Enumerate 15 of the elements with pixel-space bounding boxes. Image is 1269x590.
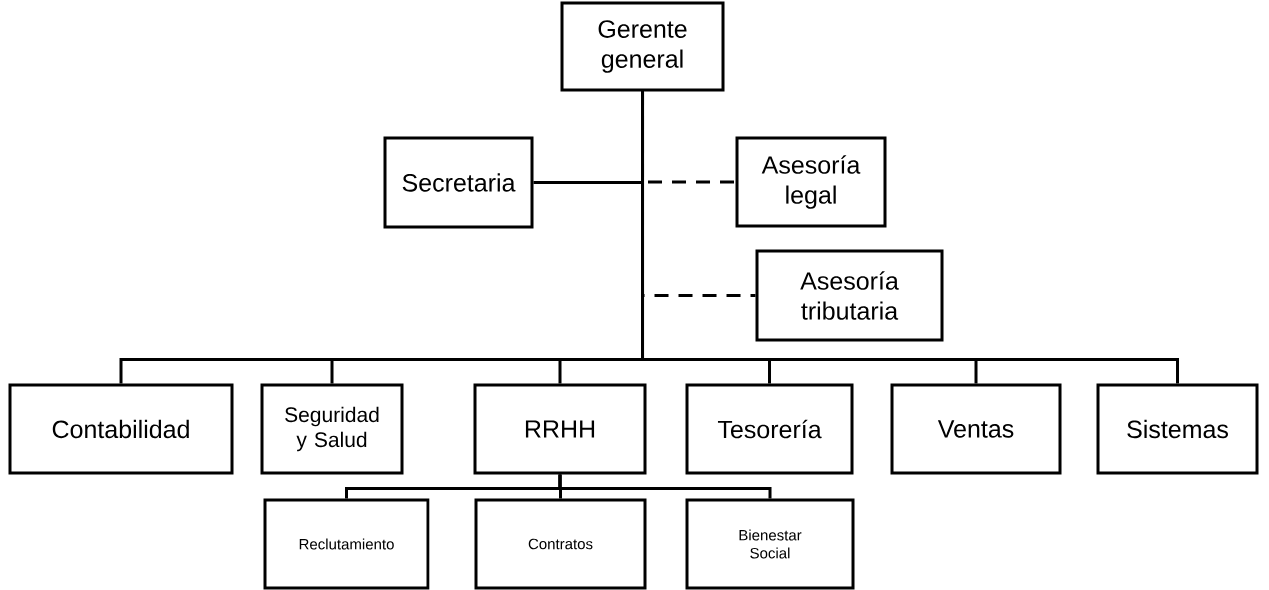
connector-line (558, 474, 772, 499)
org-box: Reclutamiento (263, 498, 430, 590)
org-box: Tesorería (685, 383, 854, 475)
org-box: RRHH (473, 383, 647, 475)
org-box: Asesoría legal (735, 136, 887, 228)
connector-line (641, 91, 1179, 384)
org-box: Gerente general (560, 1, 725, 92)
org-box: Asesoría tributaria (755, 249, 944, 342)
org-box: Sistemas (1096, 383, 1259, 475)
org-box: Secretaria (383, 136, 534, 229)
org-box: Contabilidad (8, 383, 234, 475)
org-box: Bienestar Social (685, 498, 855, 590)
org-box: Seguridad y Salud (260, 383, 404, 475)
org-box: Contratos (474, 498, 647, 590)
org-box: Ventas (890, 383, 1062, 475)
